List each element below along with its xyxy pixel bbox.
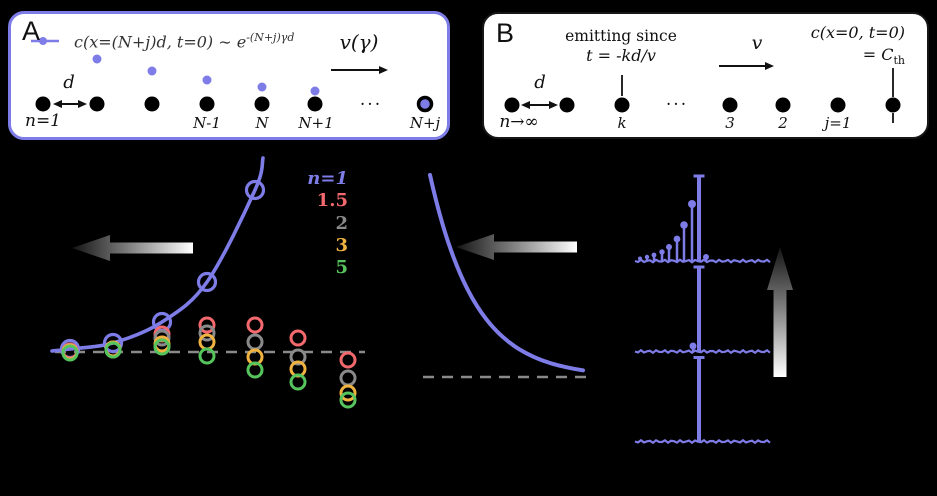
gradient-arrow-up bbox=[767, 247, 793, 377]
scatter-marker-n5 bbox=[198, 347, 216, 365]
scatter-marker-n1 bbox=[59, 338, 81, 360]
scatter-marker-n1 bbox=[244, 179, 266, 201]
scatter-marker-n2 bbox=[153, 329, 171, 347]
scatter-marker-n2 bbox=[246, 333, 264, 351]
scatter-marker-n3 bbox=[198, 333, 216, 351]
exponential-decay-curve bbox=[428, 173, 585, 373]
scatter-marker-n1.5 bbox=[339, 351, 357, 369]
legend-entry-n1: n=1 bbox=[307, 168, 348, 189]
stem-dot bbox=[651, 252, 657, 258]
scatter-marker-n3 bbox=[289, 360, 307, 378]
scatter-marker-n2 bbox=[198, 324, 216, 342]
stem-dot bbox=[644, 254, 650, 260]
stem-dot bbox=[638, 256, 642, 261]
scatter-marker-n3 bbox=[246, 348, 264, 366]
scatter-marker-n2 bbox=[104, 341, 122, 359]
scatter-marker-n1.5 bbox=[246, 316, 264, 334]
scatter-marker-n1.5 bbox=[61, 342, 79, 360]
scatter-marker-n1 bbox=[196, 271, 218, 293]
scatter-marker-n2 bbox=[61, 343, 79, 361]
gradient-arrow-left-2 bbox=[456, 234, 577, 260]
scatter-marker-n3 bbox=[153, 335, 171, 353]
scatter-marker-n2 bbox=[289, 348, 307, 366]
legend-entry-2: 2 bbox=[335, 213, 348, 234]
stem-dot bbox=[703, 254, 709, 260]
scatter-marker-n3 bbox=[61, 343, 79, 361]
panel-b-box bbox=[482, 12, 929, 139]
scatter-marker-n1.5 bbox=[289, 329, 307, 347]
stem-dot bbox=[680, 221, 688, 229]
stem-dot bbox=[688, 200, 696, 208]
stem-baseline bbox=[634, 258, 771, 264]
exponential-growth-curve bbox=[50, 156, 265, 353]
legend-entry-5: 5 bbox=[335, 257, 348, 278]
stem-baseline bbox=[634, 348, 771, 355]
scatter-marker-n5 bbox=[339, 391, 357, 409]
gradient-arrow-left-1 bbox=[72, 235, 193, 261]
scatter-marker-n1 bbox=[151, 311, 173, 333]
scatter-marker-n5 bbox=[289, 373, 307, 391]
scatter-marker-n5 bbox=[104, 341, 122, 359]
scatter-marker-n5 bbox=[153, 338, 171, 356]
scatter-marker-n1 bbox=[102, 332, 124, 354]
scatter-marker-n5 bbox=[61, 344, 79, 362]
stem-dot bbox=[659, 249, 665, 255]
stem-dot bbox=[689, 342, 697, 350]
scatter-marker-n3 bbox=[339, 384, 357, 402]
stem-baseline bbox=[634, 438, 771, 445]
scatter-marker-n1.5 bbox=[104, 340, 122, 358]
legend-entry-15: 1.5 bbox=[316, 190, 348, 211]
stem-dot bbox=[666, 244, 672, 250]
legend-entry-3: 3 bbox=[335, 235, 348, 256]
scatter-marker-n5 bbox=[246, 361, 264, 379]
scatter-marker-n2 bbox=[339, 369, 357, 387]
scatter-marker-n3 bbox=[104, 340, 122, 358]
scatter-marker-n1.5 bbox=[198, 316, 216, 334]
stem-dot bbox=[673, 235, 681, 243]
scatter-marker-n1.5 bbox=[153, 325, 171, 343]
panel-a-box bbox=[8, 11, 450, 140]
